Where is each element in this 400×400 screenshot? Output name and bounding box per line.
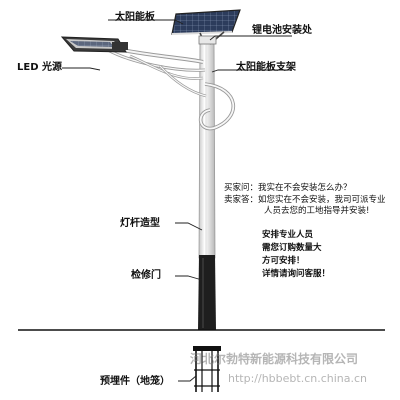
watermark-url: http://hbbebt.cn.china.cn — [228, 372, 368, 385]
watermark-company: 河北尔勃特新能源科技有限公司 — [190, 352, 359, 366]
anchor-cage — [193, 346, 221, 392]
solar-panel — [171, 9, 241, 45]
label-led-light: LED 光源 — [17, 62, 62, 73]
pole-base — [198, 255, 216, 330]
lamp-arm — [107, 46, 235, 131]
note-line2: 需您订购数量大 — [262, 243, 322, 253]
label-pole-style: 灯杆造型 — [120, 218, 160, 229]
note-line3: 方可安排！ — [262, 256, 305, 266]
light-pole — [198, 39, 216, 259]
label-service-door: 检修门 — [131, 270, 161, 281]
seller-answer-line1: 卖家答：如您实在不会安装，我司可派专业 — [224, 195, 386, 205]
note-line1: 安排专业人员 — [262, 230, 314, 240]
label-battery-box: 锂电池安装处 — [252, 25, 312, 36]
seller-answer-line2: 人员去您的工地指导并安装! — [264, 206, 370, 216]
label-panel-bracket: 太阳能板支架 — [236, 62, 296, 73]
label-embedded-part: 预埋件（地笼） — [100, 376, 170, 387]
led-lamp-head — [60, 36, 128, 53]
leader-lines — [62, 19, 292, 382]
label-solar-panel: 太阳能板 — [115, 12, 155, 23]
note-line4: 详情请询问客服！ — [262, 269, 331, 279]
buyer-question: 买家问：我实在不会安装怎么办？ — [224, 183, 352, 193]
